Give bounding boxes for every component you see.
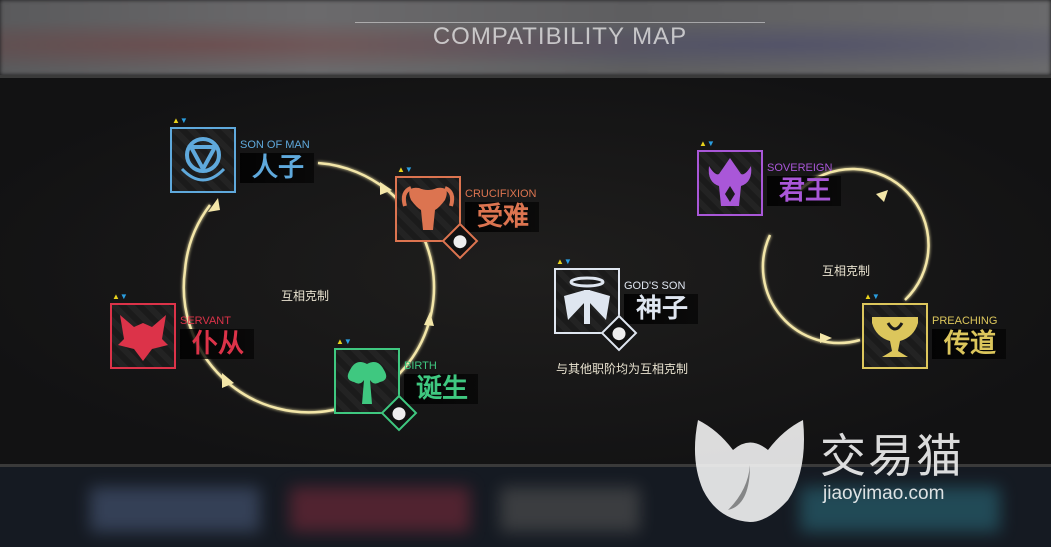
arrow-icon [876, 190, 888, 202]
class-emblem[interactable] [170, 127, 236, 193]
class-emblem[interactable] [395, 176, 461, 242]
rank-arrows-icon: ▲▼ [556, 257, 572, 266]
class-emblem[interactable] [862, 303, 928, 369]
crown-icon [708, 158, 752, 206]
class-name-en: BIRTH [404, 360, 437, 372]
class-name-en: SERVANT [180, 315, 231, 327]
halo-wings-icon [564, 276, 610, 324]
class-name-en: SON OF MAN [240, 139, 310, 151]
right-cycle-ring [761, 167, 930, 345]
chalice-icon [872, 317, 918, 357]
right-cycle-label: 互相克制 [822, 264, 871, 278]
left-cycle-label: 互相克制 [281, 289, 330, 303]
class-emblem[interactable] [554, 268, 620, 334]
arrow-icon [222, 373, 234, 388]
tree-icon [347, 362, 387, 404]
page-title: COMPATIBILITY MAP [355, 22, 765, 51]
class-name-zh: 神子 [624, 294, 699, 324]
class-name-zh: 诞生 [404, 374, 479, 404]
rank-arrows-icon: ▲▼ [172, 116, 188, 125]
rank-arrows-icon: ▲▼ [699, 139, 715, 148]
rank-arrows-icon: ▲▼ [336, 337, 352, 346]
left-cycle-ring [182, 161, 436, 414]
blurred-header-background [0, 0, 1051, 75]
class-name-en: GOD'S SON [624, 280, 686, 292]
wolf-icon [118, 315, 168, 361]
arrow-icon [380, 182, 392, 195]
class-name-en: SOVEREIGN [767, 162, 833, 174]
circle-chevron-icon [180, 137, 226, 182]
rank-arrows-icon: ▲▼ [112, 292, 128, 301]
class-name-zh: 仆从 [180, 329, 255, 359]
blurred-footer-background [0, 467, 1051, 547]
arrow-icon [820, 333, 832, 343]
rank-arrows-icon: ▲▼ [397, 165, 413, 174]
watermark-brand: 交易猫 [820, 430, 964, 482]
class-name-zh: 传道 [932, 329, 1007, 359]
watermark-url: jiaoyimao.com [823, 483, 945, 504]
arrow-icon [208, 198, 220, 212]
class-name-en: PREACHING [932, 315, 998, 327]
class-name-zh: 人子 [240, 153, 315, 183]
gods-son-note: 与其他职阶均为互相克制 [556, 362, 689, 376]
arrow-icon [424, 312, 434, 326]
class-name-en: CRUCIFIXION [465, 188, 537, 200]
rank-arrows-icon: ▲▼ [864, 292, 880, 301]
class-name-zh: 君王 [767, 176, 842, 206]
class-emblem[interactable] [697, 150, 763, 216]
class-emblem[interactable] [110, 303, 176, 369]
ram-skull-icon [401, 186, 455, 230]
class-emblem[interactable] [334, 348, 400, 414]
watermark-cat-logo-icon [694, 420, 804, 522]
class-name-zh: 受难 [465, 202, 540, 232]
